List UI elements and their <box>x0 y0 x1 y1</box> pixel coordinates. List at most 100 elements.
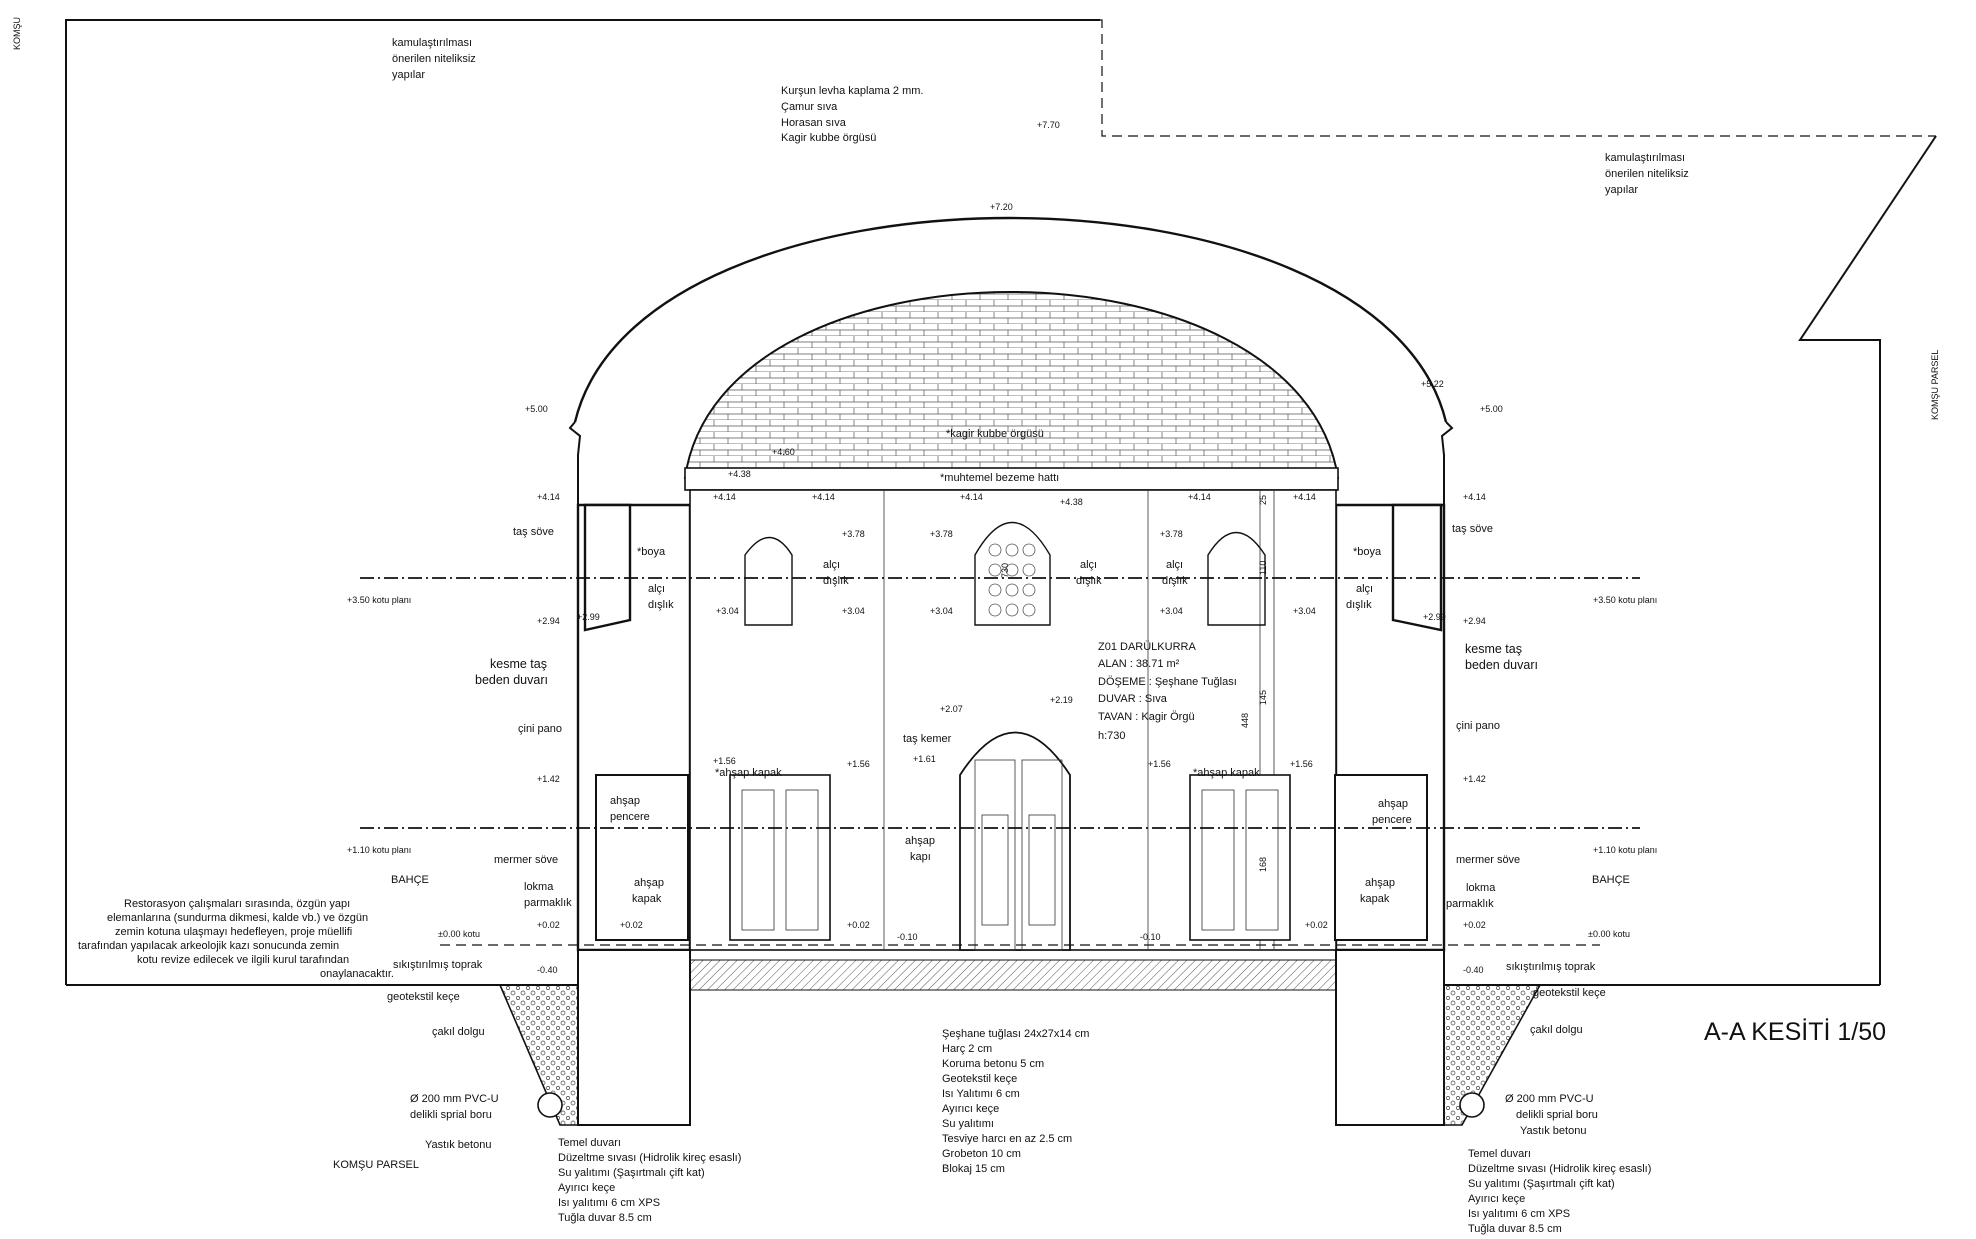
label-ahsap-kapak-r2: kapak <box>1360 893 1390 905</box>
label-disl-1: dışlık <box>648 599 674 611</box>
label-ahsap-kapi-2: kapı <box>910 851 931 863</box>
neighbor-label-bottom-left: KOMŞU PARSEL <box>333 1159 419 1171</box>
label-bahce-right: BAHÇE <box>1592 874 1630 886</box>
label-ahsap-kapak-r1: ahşap <box>1365 877 1395 889</box>
neighbor-outline-right <box>1798 135 1937 985</box>
svg-text:ALAN : 38.71 m²: ALAN : 38.71 m² <box>1098 658 1180 670</box>
svg-text:+4.38: +4.38 <box>1060 497 1083 507</box>
left-foundation <box>577 949 691 1126</box>
label-beden-right: beden duvarı <box>1465 658 1538 672</box>
upper-window-center <box>974 521 1051 626</box>
label-beden-left: beden duvarı <box>475 673 548 687</box>
label-kagir: *kagir kubbe örgüsü <box>946 428 1044 440</box>
label-alci-3: alçı <box>1080 559 1097 571</box>
svg-text:elemanlarına (sundurma dikmesi: elemanlarına (sundurma dikmesi, kalde vb… <box>107 912 368 924</box>
svg-text:Kurşun levha kaplama 2 mm.: Kurşun levha kaplama 2 mm. <box>781 85 923 97</box>
svg-text:Isı yalıtımı 6 cm XPS: Isı yalıtımı 6 cm XPS <box>558 1197 660 1209</box>
svg-text:Grobeton 10 cm: Grobeton 10 cm <box>942 1148 1021 1160</box>
svg-text:Koruma betonu 5 cm: Koruma betonu 5 cm <box>942 1058 1044 1070</box>
svg-text:Düzeltme sıvası (Hidrolik kire: Düzeltme sıvası (Hidrolik kireç esaslı) <box>558 1152 741 1164</box>
label-kesme-right: kesme taş <box>1465 642 1522 656</box>
svg-text:Kagir kubbe örgüsü: Kagir kubbe örgüsü <box>781 132 876 144</box>
svg-text:Ayırıcı keçe: Ayırıcı keçe <box>942 1103 999 1115</box>
svg-text:Su yalıtımı (Şaşırtmalı çift k: Su yalıtımı (Şaşırtmalı çift kat) <box>558 1167 705 1179</box>
label-bahce-left: BAHÇE <box>391 874 429 886</box>
label-ahsap-pencere-r1: ahşap <box>1378 798 1408 810</box>
foundation-layers-right: Temel duvarı Düzeltme sıvası (Hidrolik k… <box>1468 1148 1651 1235</box>
svg-text:-0.40: -0.40 <box>1463 965 1484 975</box>
label-alci-2: alçı <box>823 559 840 571</box>
svg-text:+0.02: +0.02 <box>1305 920 1328 930</box>
eave-left <box>568 421 582 505</box>
svg-text:Restorasyon çalışmaları sırası: Restorasyon çalışmaları sırasında, özgün… <box>124 898 350 910</box>
label-cini-right: çini pano <box>1456 720 1500 732</box>
svg-text:+3.78: +3.78 <box>842 529 865 539</box>
label-yastik-right: Yastık betonu <box>1520 1125 1586 1137</box>
neighbor-label-top-left: KOMŞU <box>12 17 22 50</box>
expropriation-note-left: kamulaştırılması önerilen niteliksiz yap… <box>392 37 476 81</box>
label-ahsap-kapak-l2: kapak <box>632 893 662 905</box>
svg-text:Harç 2 cm: Harç 2 cm <box>942 1043 992 1055</box>
svg-text:+7.20: +7.20 <box>990 202 1013 212</box>
lower-window-right <box>1189 774 1291 941</box>
svg-text:+3.04: +3.04 <box>842 606 865 616</box>
label-boya-left: *boya <box>637 546 666 558</box>
svg-text:+2.94: +2.94 <box>1463 616 1486 626</box>
svg-text:Su yalıtımı: Su yalıtımı <box>942 1118 994 1130</box>
svg-text:yapılar: yapılar <box>392 69 425 81</box>
label-sikistirilmis-right: sıkıştırılmış toprak <box>1506 961 1596 973</box>
lower-window-left <box>729 774 831 941</box>
expropriation-note-right: kamulaştırılması önerilen niteliksiz yap… <box>1605 152 1689 196</box>
svg-text:+3.78: +3.78 <box>1160 529 1183 539</box>
svg-text:+3.78: +3.78 <box>930 529 953 539</box>
label-ahsap-kapi-1: ahşap <box>905 835 935 847</box>
right-bay <box>1391 503 1443 632</box>
svg-text:110: 110 <box>1258 561 1268 575</box>
floor-layers-note: Şeşhane tuğlası 24x27x14 cm Harç 2 cm Ko… <box>942 1028 1089 1175</box>
label-pvc-l2: delikli sprial boru <box>410 1109 492 1121</box>
level-marks: +7.70 +7.20 +5.00 +5.22 +5.00 +4.60 +4.3… <box>347 120 1657 975</box>
svg-text:±0.00 kotu: ±0.00 kotu <box>1588 929 1630 939</box>
right-lower-bay <box>1334 774 1428 941</box>
svg-text:+4.14: +4.14 <box>812 492 835 502</box>
drain-pipe-left <box>537 1092 563 1118</box>
svg-text:Su yalıtımı (Şaşırtmalı çift k: Su yalıtımı (Şaşırtmalı çift kat) <box>1468 1178 1615 1190</box>
svg-text:Horasan sıva: Horasan sıva <box>781 117 847 129</box>
svg-text:+5.00: +5.00 <box>1480 404 1503 414</box>
svg-text:+4.14: +4.14 <box>713 492 736 502</box>
label-disl-3: dışlık <box>1076 575 1102 587</box>
svg-text:+3.50 kotu planı: +3.50 kotu planı <box>347 595 411 605</box>
label-geotekstil-right: geotekstil keçe <box>1533 987 1606 999</box>
label-ahsap-pencere-r2: pencere <box>1372 814 1412 826</box>
svg-text:Tuğla duvar 8.5 cm: Tuğla duvar 8.5 cm <box>1468 1223 1562 1235</box>
svg-text:Temel duvarı: Temel duvarı <box>558 1137 621 1149</box>
label-disl-4: dışlık <box>1162 575 1188 587</box>
svg-text:tarafından yapılacak arkeoloji: tarafından yapılacak arkeolojik kazı son… <box>78 940 339 952</box>
svg-text:+3.04: +3.04 <box>1160 606 1183 616</box>
svg-text:yapılar: yapılar <box>1605 184 1638 196</box>
svg-text:+0.02: +0.02 <box>537 920 560 930</box>
svg-text:+5.22: +5.22 <box>1421 379 1444 389</box>
upper-window-right <box>1207 531 1266 626</box>
svg-text:+4.14: +4.14 <box>1188 492 1211 502</box>
svg-text:önerilen niteliksiz: önerilen niteliksiz <box>1605 168 1689 180</box>
eave-right <box>1440 421 1454 505</box>
svg-text:+3.04: +3.04 <box>930 606 953 616</box>
label-mermer-right: mermer söve <box>1456 854 1520 866</box>
svg-text:+0.02: +0.02 <box>847 920 870 930</box>
drain-pipe-right <box>1459 1092 1485 1118</box>
label-tas-sove-left: taş söve <box>513 526 554 538</box>
svg-text:25: 25 <box>1258 495 1268 505</box>
roof-layers-note: Kurşun levha kaplama 2 mm. Çamur sıva Ho… <box>781 85 923 144</box>
svg-text:Isı Yalıtımı 6 cm: Isı Yalıtımı 6 cm <box>942 1088 1020 1100</box>
upper-window-left <box>744 537 793 626</box>
gravel-fill-right <box>1443 984 1542 1126</box>
svg-text:-0.10: -0.10 <box>1140 932 1161 942</box>
svg-text:+4.38: +4.38 <box>728 469 751 479</box>
svg-text:Tuğla duvar 8.5 cm: Tuğla duvar 8.5 cm <box>558 1212 652 1224</box>
label-boya-right: *boya <box>1353 546 1382 558</box>
svg-text:448: 448 <box>1240 713 1250 728</box>
room-info: Z01 DARÜLKURRA ALAN : 38.71 m² DÖŞEME : … <box>1098 641 1237 742</box>
svg-text:+5.00: +5.00 <box>525 404 548 414</box>
svg-text:Temel duvarı: Temel duvarı <box>1468 1148 1531 1160</box>
